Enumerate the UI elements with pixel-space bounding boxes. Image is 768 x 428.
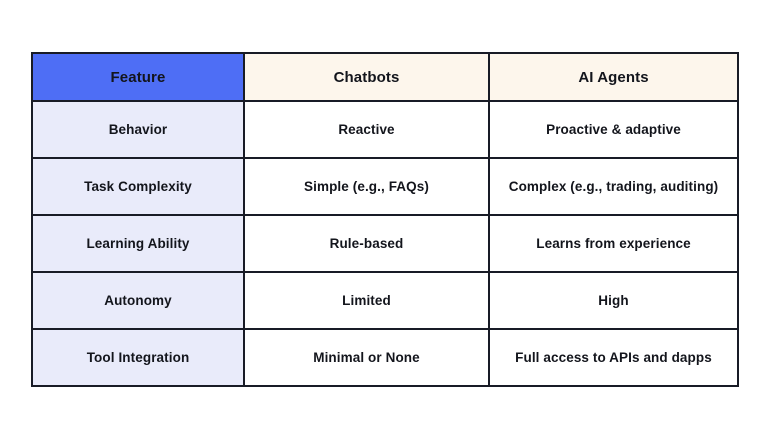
feature-label: Task Complexity (31, 157, 245, 216)
feature-label: Autonomy (31, 271, 245, 330)
ai-agents-value: Learns from experience (488, 214, 739, 273)
feature-label: Tool Integration (31, 328, 245, 387)
ai-agents-value: Complex (e.g., trading, auditing) (488, 157, 739, 216)
feature-label: Learning Ability (31, 214, 245, 273)
header-row: Feature Chatbots AI Agents (31, 52, 739, 102)
table-row-behavior: Behavior Reactive Proactive & adaptive (31, 100, 739, 159)
table-row-autonomy: Autonomy Limited High (31, 271, 739, 330)
feature-label: Behavior (31, 100, 245, 159)
chatbots-value: Rule-based (243, 214, 490, 273)
ai-agents-value: Full access to APIs and dapps (488, 328, 739, 387)
chatbots-value: Simple (e.g., FAQs) (243, 157, 490, 216)
table-body: Behavior Reactive Proactive & adaptive T… (31, 100, 739, 387)
header-ai-agents: AI Agents (488, 52, 739, 102)
chatbots-value: Minimal or None (243, 328, 490, 387)
comparison-table: Feature Chatbots AI Agents Behavior Reac… (31, 52, 739, 387)
table-row-tool-integration: Tool Integration Minimal or None Full ac… (31, 328, 739, 387)
header-feature: Feature (31, 52, 245, 102)
chatbots-value: Limited (243, 271, 490, 330)
ai-agents-value: Proactive & adaptive (488, 100, 739, 159)
table-row-task-complexity: Task Complexity Simple (e.g., FAQs) Comp… (31, 157, 739, 216)
ai-agents-value: High (488, 271, 739, 330)
table-header: Feature Chatbots AI Agents (31, 52, 739, 102)
header-chatbots: Chatbots (243, 52, 490, 102)
table-row-learning-ability: Learning Ability Rule-based Learns from … (31, 214, 739, 273)
chatbots-value: Reactive (243, 100, 490, 159)
